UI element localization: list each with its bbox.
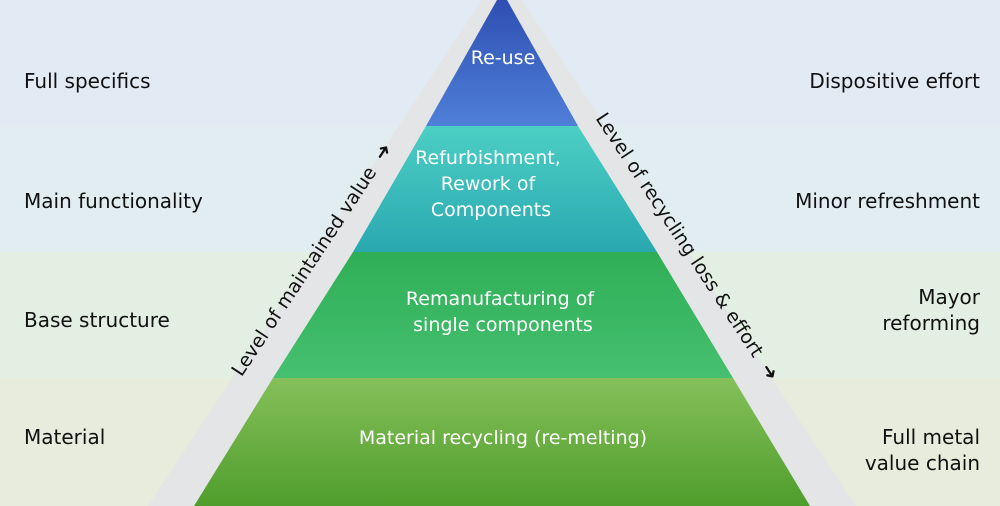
left-label-base-structure: Base structure: [24, 308, 170, 332]
tier-material-recycling: [194, 378, 810, 506]
right-label-line: Minor refreshment: [795, 189, 980, 213]
right-label-line: reforming: [882, 311, 980, 335]
tier-2-line: Rework of: [441, 173, 537, 195]
tier-1-line: Re-use: [471, 47, 536, 69]
tier-3-line: Remanufacturing of: [406, 288, 595, 310]
right-label-line: Full metal: [882, 425, 980, 449]
right-label-minor-refreshment: Minor refreshment: [795, 188, 980, 214]
tier-refurbishment: [353, 126, 657, 252]
tier-3-line: single components: [413, 314, 593, 336]
right-label-line: value chain: [864, 451, 980, 475]
tier-2-line: Refurbishment,: [415, 147, 561, 169]
tier-4-line: Material recycling (re-melting): [359, 427, 647, 449]
right-label-line: Mayor: [918, 285, 980, 309]
left-label-main-functionality: Main functionality: [24, 189, 203, 213]
left-label-material: Material: [24, 425, 106, 449]
tier-3-text: Remanufacturing of single components: [406, 288, 600, 336]
left-label-full-specifics: Full specifics: [24, 69, 151, 93]
tier-2-text: Refurbishment, Rework of Components: [415, 147, 567, 221]
right-label-mayor-reforming: Mayor reforming: [882, 284, 980, 336]
right-label-dispositive-effort: Dispositive effort: [809, 68, 980, 94]
tier-remanufacturing: [273, 252, 733, 378]
tier-4-text: Material recycling (re-melting): [359, 427, 647, 449]
right-label-line: Dispositive effort: [809, 69, 980, 93]
tier-2-line: Components: [431, 199, 551, 221]
tier-reuse: [426, 0, 578, 126]
right-label-full-metal-value-chain: Full metal value chain: [865, 424, 980, 476]
tier-1-text: Re-use: [471, 47, 536, 69]
